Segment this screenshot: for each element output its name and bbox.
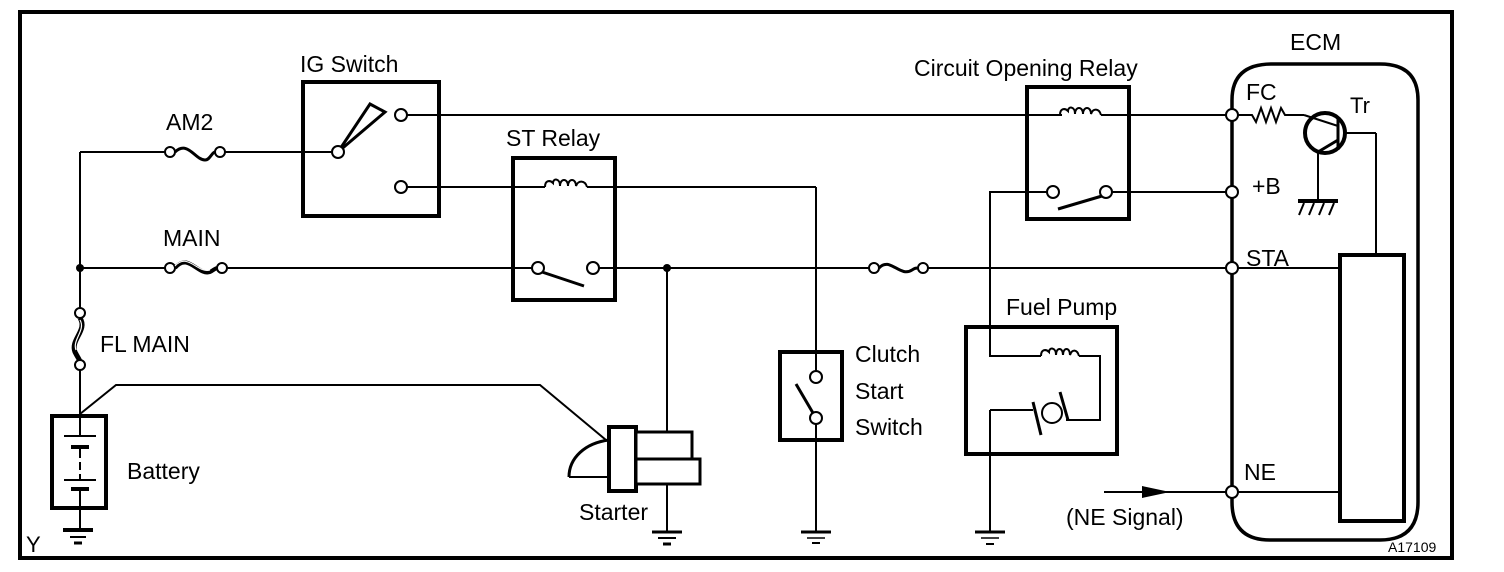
clutch-start-switch[interactable] [778, 350, 844, 531]
fuel-pump-coil-icon [1040, 347, 1080, 357]
cor-to-fuel-pump-wire [989, 191, 1047, 357]
circuit-opening-relay[interactable] [1025, 85, 1131, 221]
starter-label: Starter [579, 499, 648, 525]
ne-signal-label: (NE Signal) [1066, 504, 1184, 530]
fl-main-fusible-link[interactable] [71, 307, 86, 371]
clutch-label-line3: Switch [855, 414, 923, 440]
battery-ground-icon [63, 528, 93, 545]
st-relay-coil-icon [544, 178, 588, 188]
fuel-pump-label: Fuel Pump [1006, 294, 1117, 320]
clutch-label-line1: Clutch [855, 341, 920, 367]
ne-terminal-label: NE [1244, 459, 1276, 485]
fc-terminal[interactable] [1225, 108, 1239, 122]
clutch-ground-icon [801, 530, 831, 544]
ig-switch[interactable] [301, 80, 441, 218]
b-terminal-label: +B [1252, 173, 1281, 199]
fc-terminal-label: FC [1246, 79, 1277, 105]
sta-terminal[interactable] [1225, 261, 1239, 275]
sta-fuse[interactable] [868, 262, 1226, 274]
circuit-opening-relay-label: Circuit Opening Relay [914, 55, 1138, 81]
starter-motor[interactable] [567, 425, 702, 493]
chassis-ground-icon [1298, 199, 1338, 216]
b-terminal[interactable] [1225, 185, 1239, 199]
fl-main-label: FL MAIN [100, 331, 190, 357]
corner-mark: Y [26, 532, 41, 557]
st-relay[interactable] [511, 156, 617, 302]
battery-label: Battery [127, 458, 200, 484]
tr-label: Tr [1350, 93, 1370, 118]
sta-terminal-label: STA [1246, 245, 1290, 271]
starter-ground-icon [652, 530, 682, 546]
fuel-pump[interactable] [964, 325, 1119, 531]
fuel-pump-motor-icon [1041, 402, 1063, 424]
st-relay-label: ST Relay [506, 125, 601, 151]
left-bus [76, 151, 168, 414]
battery-starter-cable [79, 384, 607, 441]
battery[interactable] [50, 414, 108, 528]
am2-fuse[interactable] [164, 146, 340, 162]
fuel-pump-ground-icon [975, 530, 1005, 545]
ne-terminal[interactable] [1225, 485, 1239, 499]
cor-coil-icon [1059, 106, 1102, 116]
main-label: MAIN [163, 225, 221, 251]
main-fuse[interactable] [164, 260, 536, 275]
transistor-icon [1303, 111, 1377, 256]
clutch-label-line2: Start [855, 378, 904, 404]
ecm-box[interactable] [1230, 62, 1420, 542]
fc-resistor-icon [1238, 105, 1304, 125]
ig-switch-label: IG Switch [300, 51, 398, 77]
ne-signal-arrow-icon [1104, 486, 1226, 498]
ecm-internal-block [1338, 253, 1406, 523]
figure-code: A17109 [1388, 539, 1436, 555]
am2-label: AM2 [166, 109, 213, 135]
ecm-label: ECM [1290, 29, 1341, 55]
diagram-frame [18, 10, 1454, 560]
